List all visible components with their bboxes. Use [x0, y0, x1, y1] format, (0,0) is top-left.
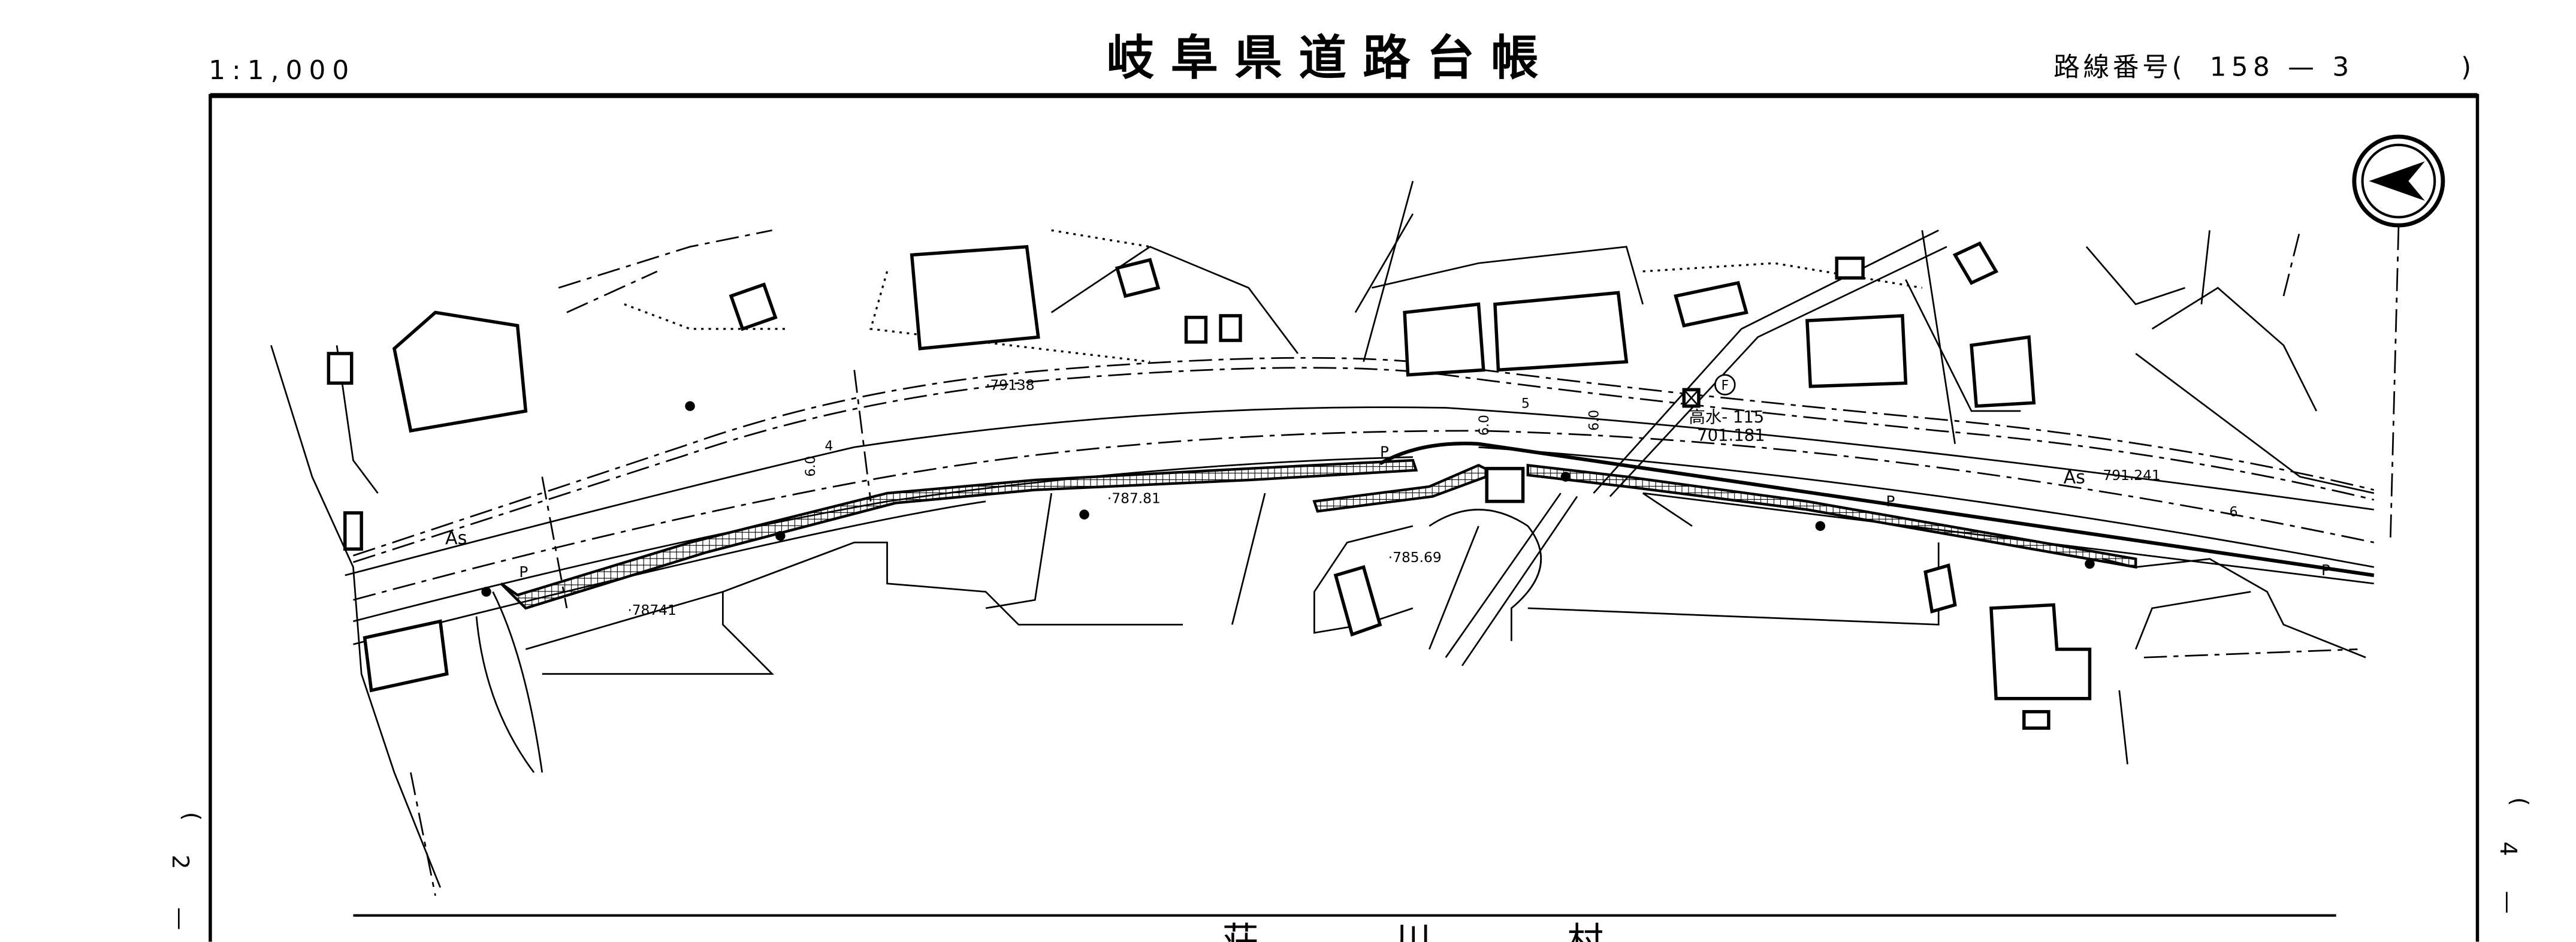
svg-text:F: F	[1721, 378, 1729, 393]
road-map	[270, 180, 2375, 917]
place-name: 荘 川 村	[1222, 920, 1603, 942]
parking-label: P	[1886, 493, 1895, 510]
elevation-label: ·787.81	[1107, 490, 1161, 506]
svg-text:158 — 3: 158 — 3	[2210, 52, 2354, 83]
benchmark-name: 高水- 115	[1689, 408, 1764, 427]
svg-text:): )	[2461, 52, 2471, 83]
route-number: 路線番号( 158 — 3 )	[2053, 52, 2471, 83]
parking-label: P	[2321, 561, 2330, 579]
elevation-label: ·79138	[986, 377, 1035, 393]
elevation-label: ·78741	[627, 602, 677, 618]
svg-text:4: 4	[2495, 841, 2521, 856]
surface-label: As	[2064, 467, 2085, 488]
parking-label: P	[519, 563, 528, 581]
svg-text:川: 川	[1395, 920, 1431, 942]
svg-text:(: (	[178, 812, 205, 821]
svg-text:(: (	[2506, 797, 2533, 806]
page-title: 岐阜県道路台帳	[1107, 30, 1555, 86]
left-sheet-marker: ( 2 —	[167, 812, 205, 930]
north-arrow-icon	[2352, 134, 2445, 543]
surface-label: As	[445, 528, 467, 549]
parking-label: P	[1380, 443, 1389, 461]
benchmark-value: 701.181	[1697, 426, 1765, 445]
fire-hydrant-icon: F	[1714, 374, 1736, 395]
svg-text:路線番号(: 路線番号(	[2053, 52, 2185, 83]
svg-text:—: —	[167, 907, 194, 930]
map-labels: As As P P P P ·79138 ·787.81 ·78741 ·785…	[445, 374, 2330, 618]
svg-text:村: 村	[1568, 920, 1603, 942]
elevation-label: 791.241	[2103, 467, 2160, 484]
elevation-label: ·785.69	[1388, 550, 1442, 566]
svg-text:2: 2	[167, 855, 194, 869]
width-label: 4	[825, 439, 833, 454]
width-label: 6.0	[804, 456, 819, 477]
right-sheet-marker: ( 4 —	[2495, 797, 2533, 914]
width-label: 6.0	[1477, 415, 1492, 436]
width-label: 5	[1521, 396, 1530, 411]
scale-label: 1:1,000	[209, 55, 355, 86]
width-label: 6	[2229, 505, 2237, 520]
svg-text:荘: 荘	[1222, 920, 1258, 942]
svg-text:—: —	[2495, 891, 2521, 914]
width-label: 6.0	[1587, 410, 1602, 431]
